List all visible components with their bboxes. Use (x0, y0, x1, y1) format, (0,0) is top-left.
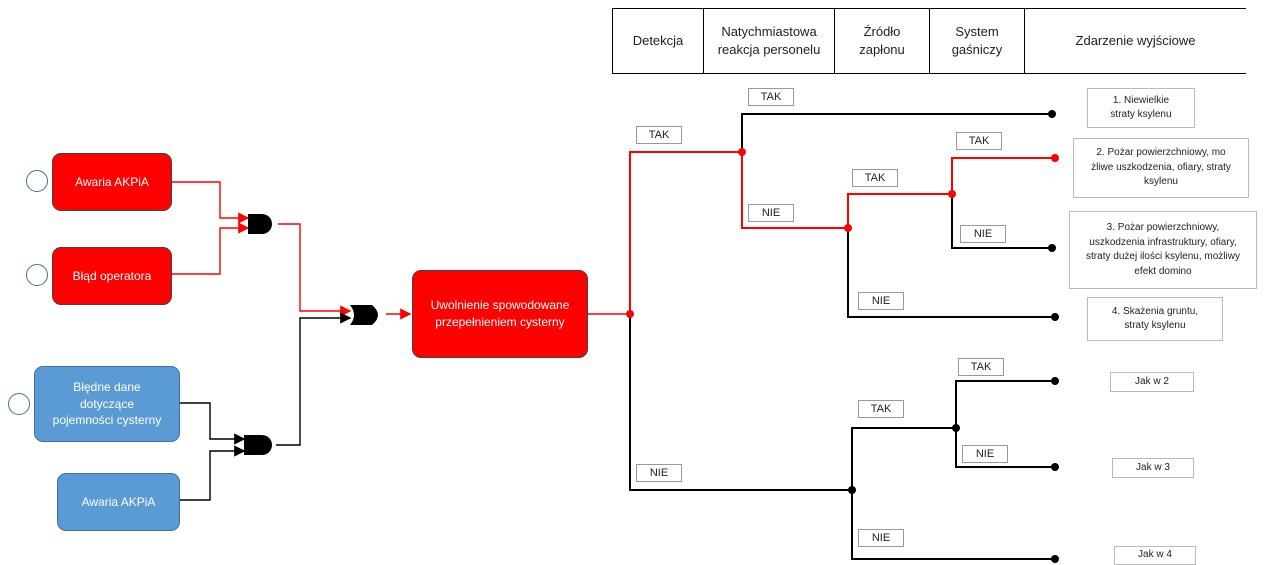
branch-label-tak: TAK (956, 132, 1002, 150)
fault-tree-black-wires (180, 312, 352, 501)
branch-label-tak: TAK (636, 126, 682, 144)
basic-event-circle (8, 393, 30, 415)
branch-label-nie: NIE (636, 464, 682, 482)
or-gate-top (350, 305, 378, 325)
outcome-4: 4. Skażenia gruntu, straty ksylenu (1087, 297, 1223, 341)
branch-label-nie: NIE (858, 292, 904, 310)
basic-event-blad-operatora: Błąd operatora (52, 247, 172, 305)
basic-event-circle (26, 264, 48, 286)
branch-nodes (626, 110, 1059, 563)
outcome-jak-w-2: Jak w 2 (1110, 372, 1194, 392)
outcome-1: 1. Niewielkie straty ksylenu (1087, 88, 1195, 128)
basic-event-awaria-akpia-blue: Awaria AKPiA (57, 473, 180, 531)
branch-label-nie: NIE (748, 204, 794, 222)
outcome-3: 3. Pożar powierzchniowy, uszkodzenia inf… (1069, 211, 1257, 289)
branch-label-tak: TAK (958, 358, 1004, 376)
header-zdarzenie-wyjsciowe: Zdarzenie wyjściowe (1024, 8, 1246, 74)
branch-label-nie: NIE (960, 225, 1006, 243)
branch-label-nie: NIE (858, 529, 904, 547)
header-system-gasniczy: System gaśniczy (929, 8, 1025, 74)
branch-label-tak: TAK (852, 169, 898, 187)
outcome-jak-w-4: Jak w 4 (1114, 546, 1196, 565)
branch-label-tak: TAK (748, 88, 794, 106)
and-gate-lower (244, 435, 272, 455)
header-reakcja-personelu: Natychmiastowa reakcja personelu (703, 8, 835, 74)
outcome-jak-w-3: Jak w 3 (1112, 458, 1194, 478)
top-event-uwolnienie: Uwolnienie spowodowane przepełnieniem cy… (412, 270, 588, 358)
branch-label-nie: NIE (962, 445, 1008, 463)
header-detekcja: Detekcja (612, 8, 704, 74)
basic-event-awaria-akpia-red: Awaria AKPiA (52, 153, 172, 211)
event-tree-active-path (629, 151, 1055, 314)
header-zrodlo-zaplonu: Źródło zapłonu (834, 8, 930, 74)
fault-tree-red-wires (172, 181, 630, 320)
branch-label-tak: TAK (858, 400, 904, 418)
basic-event-circle (26, 170, 48, 192)
outcome-2: 2. Pożar powierzchniowy, mo żliwe uszkod… (1073, 138, 1249, 198)
and-gate-upper (248, 214, 272, 234)
event-tree-inactive-paths (629, 113, 1055, 560)
basic-event-bledne-dane: Błędne dane dotyczące pojemności cystern… (34, 366, 180, 442)
